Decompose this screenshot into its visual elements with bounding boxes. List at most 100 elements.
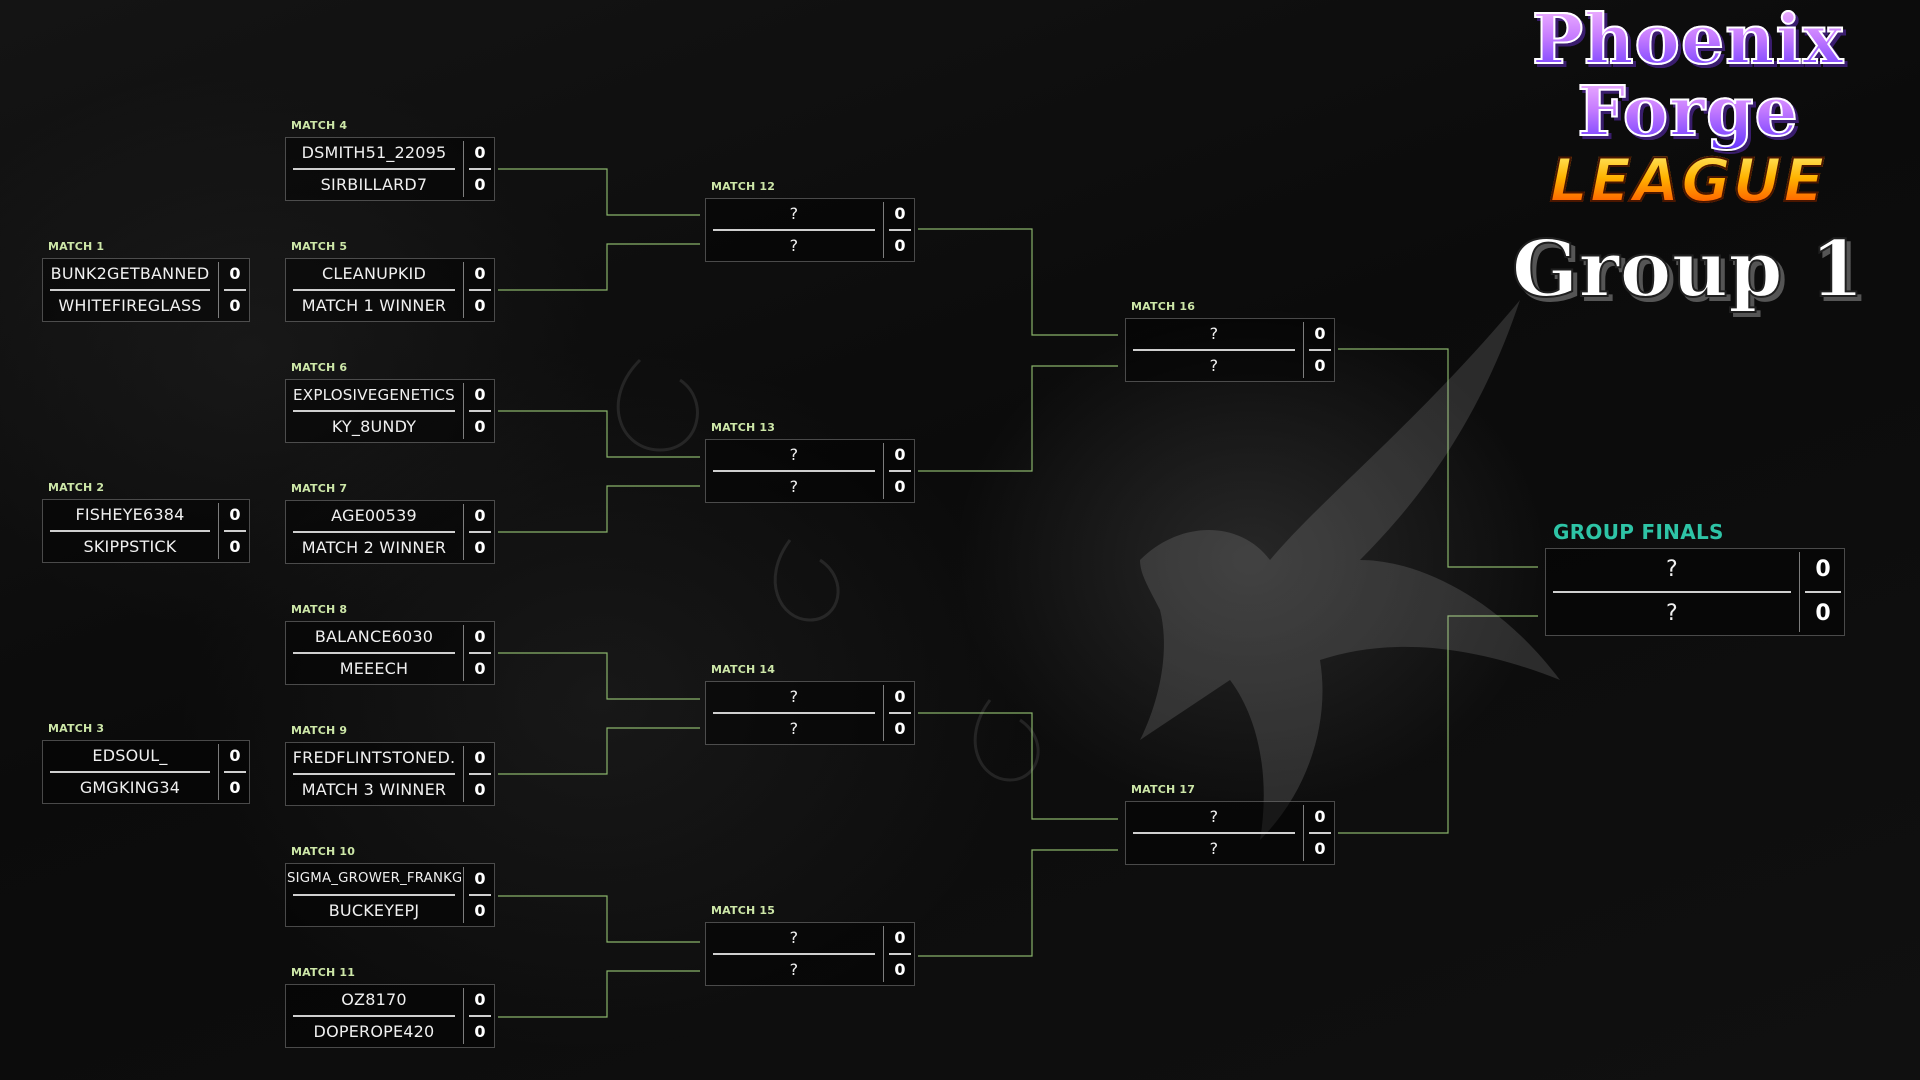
player-name: KY_8UNDY [331, 417, 417, 436]
match-card: MATCH 17?0?0 [1125, 783, 1335, 865]
score-divider [218, 744, 219, 800]
score-separator [469, 531, 491, 533]
score-divider [463, 141, 464, 197]
player-name: AGE00539 [331, 506, 417, 525]
score-separator [889, 470, 911, 472]
player-score: 0 [474, 748, 486, 767]
match-label: MATCH 4 [291, 119, 348, 132]
match-card: MATCH 12?0?0 [705, 180, 915, 262]
match-card: MATCH 15?0?0 [705, 904, 915, 986]
player-score: 0 [894, 928, 906, 947]
match-label: MATCH 2 [48, 481, 105, 494]
match-label: MATCH 13 [711, 421, 776, 434]
player-name: BUNK2GETBANNED [50, 264, 210, 283]
player-name: ? [789, 719, 799, 738]
connector-m5-m12 [498, 243, 700, 291]
player-name: EXPLOSIVEGENETICS [293, 386, 455, 404]
player-score: 0 [229, 746, 241, 765]
match-label: MATCH 1 [48, 240, 105, 253]
connector-m15-m17 [918, 849, 1118, 957]
score-divider [218, 262, 219, 318]
match-label: MATCH 10 [291, 845, 356, 858]
player-score: 0 [474, 659, 486, 678]
row-separator [293, 168, 455, 170]
score-separator [1805, 591, 1841, 593]
row-separator [713, 953, 875, 955]
player-score: 0 [229, 264, 241, 283]
player-name: ? [1209, 807, 1219, 826]
score-separator [469, 289, 491, 291]
score-divider [1303, 805, 1304, 861]
player-score: 0 [1815, 557, 1831, 582]
row-separator [293, 289, 455, 291]
player-score: 0 [894, 719, 906, 738]
row-separator [50, 530, 210, 532]
player-score: 0 [229, 537, 241, 556]
player-name: SIRBILLARD7 [320, 175, 428, 194]
player-name: ? [789, 477, 799, 496]
score-divider [883, 685, 884, 741]
score-separator [889, 229, 911, 231]
player-name: MATCH 3 WINNER [301, 780, 447, 799]
player-score: 0 [474, 264, 486, 283]
player-score: 0 [1314, 324, 1326, 343]
player-name: CLEANUPKID [322, 264, 426, 283]
player-score: 0 [1314, 356, 1326, 375]
score-divider [463, 625, 464, 681]
player-name: ? [789, 960, 799, 979]
player-score: 0 [474, 869, 486, 888]
row-separator [293, 531, 455, 533]
score-divider [883, 926, 884, 982]
row-separator [713, 229, 875, 231]
score-divider [883, 443, 884, 499]
score-separator [889, 953, 911, 955]
player-score: 0 [1314, 839, 1326, 858]
player-name: FISHEYE6384 [75, 505, 185, 524]
connector-m7-m13 [498, 485, 700, 533]
connector-m8-m14 [498, 652, 700, 700]
player-score: 0 [474, 175, 486, 194]
connector-m6-m13 [498, 410, 700, 458]
logo-line-league: LEAGUE [1488, 147, 1888, 215]
row-separator [713, 712, 875, 714]
score-separator [1309, 349, 1331, 351]
player-name: SKIPPSTICK [83, 537, 177, 556]
match-label: MATCH 6 [291, 361, 348, 374]
logo-line-phoenix: Phoenix [1488, 3, 1888, 77]
match-label: MATCH 3 [48, 722, 105, 735]
player-name: SIGMA_GROWER_FRANKG [287, 871, 461, 886]
player-name: FREDFLINTSTONED. [292, 748, 456, 767]
player-score: 0 [894, 477, 906, 496]
score-divider [463, 262, 464, 318]
player-score: 0 [229, 296, 241, 315]
score-divider [1799, 552, 1800, 632]
player-name: ? [1209, 324, 1219, 343]
score-separator [469, 652, 491, 654]
row-separator [1133, 832, 1295, 834]
player-score: 0 [1815, 601, 1831, 626]
player-name: EDSOUL_ [92, 746, 168, 765]
league-logo: Phoenix Forge LEAGUE Group 1 [1488, 3, 1888, 313]
player-name: BALANCE6030 [314, 627, 434, 646]
match-label: MATCH 15 [711, 904, 776, 917]
connector-m14-m17 [918, 712, 1118, 820]
player-name: MATCH 2 WINNER [301, 538, 447, 557]
player-name: MATCH 1 WINNER [301, 296, 447, 315]
player-name: ? [789, 445, 799, 464]
score-divider [463, 867, 464, 923]
player-score: 0 [474, 780, 486, 799]
match-label: MATCH 12 [711, 180, 776, 193]
score-divider [463, 383, 464, 439]
score-separator [224, 771, 246, 773]
player-score: 0 [474, 417, 486, 436]
player-score: 0 [474, 990, 486, 1009]
player-score: 0 [474, 627, 486, 646]
